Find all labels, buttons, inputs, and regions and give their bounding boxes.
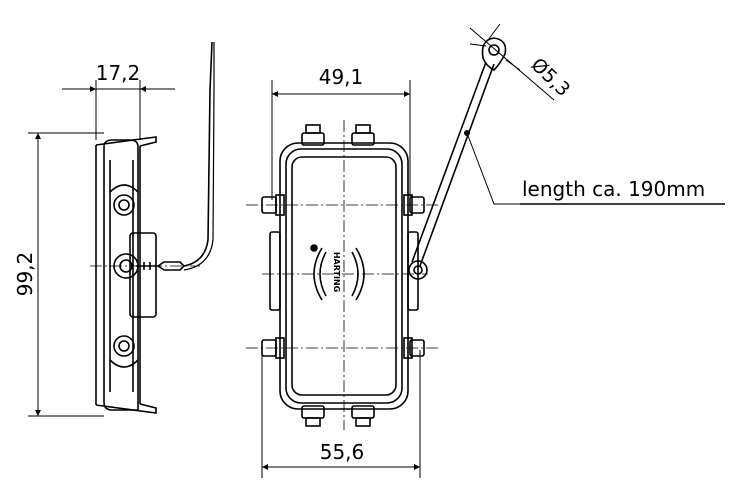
dim-front-outer-width: 55,6 [320,440,365,464]
side-view [95,136,186,414]
cable-length-note: length ca. 190mm [522,177,705,201]
dim-height: 99,2 [13,252,37,297]
dim-hole-diameter-lines [469,23,555,101]
logo-text: HARTING [332,252,341,292]
dim-side-depth-lines [62,80,175,140]
dim-front-inner-width: 49,1 [319,65,364,89]
dim-front-inner-width-lines [271,80,411,200]
dim-height-lines [28,132,104,417]
dim-hole-diameter: Ø5,3 [527,54,575,101]
lanyard-cable [411,37,507,267]
front-view [261,124,428,427]
side-view-cable [183,41,213,267]
dim-front-outer-width-lines [261,350,421,478]
dim-side-depth: 17,2 [96,61,141,85]
front-view-axes [246,120,438,430]
length-leader [466,132,725,205]
side-view-cable-inner [183,42,215,271]
